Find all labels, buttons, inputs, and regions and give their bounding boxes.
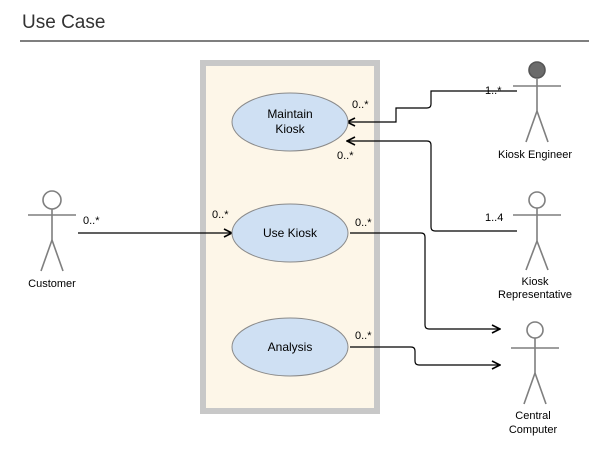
usecase-analysis[interactable]: Analysis [231, 317, 349, 377]
actor-engineer-label: Kiosk Engineer [498, 149, 572, 161]
actor-representative-label-line2: Representative [498, 289, 572, 301]
actor-representative-label-line1: Kiosk [522, 276, 549, 288]
multiplicity-engineer: 1..* [485, 85, 502, 97]
usecase-maintain-label-line1: Maintain [267, 107, 312, 121]
multiplicity-representative: 1..4 [485, 212, 503, 224]
usecase-use-label: Use Kiosk [263, 226, 318, 240]
multiplicity-customer: 0..* [83, 215, 100, 227]
page-title: Use Case [22, 12, 106, 33]
usecase-maintain-label-line2: Kiosk [275, 122, 305, 136]
usecase-analysis-label: Analysis [268, 340, 313, 354]
actor-central-computer[interactable] [511, 321, 559, 405]
actor-customer[interactable] [28, 190, 76, 272]
title-divider [20, 40, 589, 42]
connector-usekiosk-central[interactable] [350, 232, 500, 329]
multiplicity-analysis-right: 0..* [355, 330, 372, 342]
connector-representative-maintain[interactable] [347, 141, 517, 232]
usecase-use-kiosk[interactable]: Use Kiosk [231, 203, 349, 263]
multiplicity-maintain-top: 0..* [352, 99, 369, 111]
multiplicity-usekiosk-right: 0..* [355, 217, 372, 229]
multiplicity-maintain-bottom: 0..* [337, 150, 354, 162]
actor-central-label-line1: Central [515, 410, 550, 422]
actor-customer-label: Customer [28, 278, 76, 290]
actor-kiosk-representative[interactable] [513, 191, 561, 271]
actor-central-label-line2: Computer [509, 424, 558, 436]
usecase-maintain-kiosk[interactable]: Maintain Kiosk [231, 92, 349, 152]
connector-analysis-central[interactable] [350, 346, 500, 365]
connector-engineer-maintain[interactable] [347, 90, 517, 122]
multiplicity-usekiosk-left: 0..* [212, 209, 229, 221]
actor-kiosk-engineer[interactable] [513, 61, 561, 143]
